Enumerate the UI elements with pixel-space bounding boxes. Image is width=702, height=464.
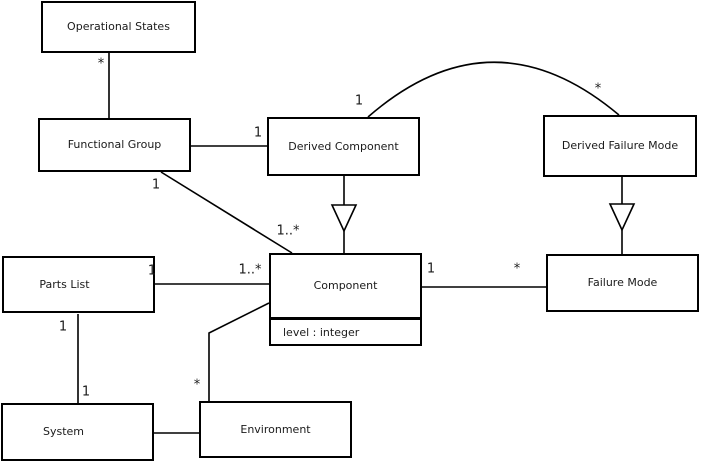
attribute-label: level : integer — [283, 326, 360, 340]
multiplicity-label: 1 — [147, 263, 157, 279]
class-name-label: Environment — [240, 422, 311, 436]
class-attribute-compartment: level : integer — [271, 320, 420, 346]
class-system: System — [1, 403, 154, 461]
multiplicity-label: 1..* — [276, 223, 300, 239]
class-failure-mode: Failure Mode — [546, 254, 699, 312]
class-parts-list: Parts List — [2, 256, 155, 313]
multiplicity-label: * — [193, 377, 201, 393]
class-component: Component level : integer — [269, 253, 422, 346]
class-environment: Environment — [199, 401, 352, 458]
class-name-label: Parts List — [39, 277, 90, 291]
class-name-label: Operational States — [67, 20, 170, 34]
generalization-triangle-icon — [330, 204, 358, 233]
multiplicity-label: 1 — [253, 125, 263, 141]
multiplicity-label: 1 — [81, 384, 91, 400]
class-name-label: System — [42, 425, 85, 439]
class-operational-states: Operational States — [41, 1, 196, 53]
class-name-label: Derived Failure Mode — [561, 139, 679, 153]
multiplicity-label: * — [97, 56, 105, 72]
multiplicity-label: 1 — [58, 319, 68, 335]
class-functional-group: Functional Group — [38, 118, 191, 172]
edge-arc-derived-component-derived-failure-mode — [367, 61, 620, 118]
multiplicity-label: 1 — [426, 261, 436, 277]
class-name-label: Derived Component — [288, 139, 399, 153]
multiplicity-label: * — [594, 81, 602, 97]
class-name-label: Component — [313, 279, 378, 293]
class-name-compartment: Component — [271, 255, 420, 320]
class-name-label: Failure Mode — [587, 276, 658, 290]
edge-functional-group-component — [160, 171, 293, 254]
multiplicity-label: 1..* — [238, 262, 262, 278]
multiplicity-label: 1 — [151, 177, 161, 193]
multiplicity-label: * — [513, 261, 521, 277]
class-derived-component: Derived Component — [267, 117, 420, 176]
class-name-label: Functional Group — [67, 138, 162, 152]
edge-environment-component — [208, 302, 270, 401]
generalization-triangle-icon — [608, 203, 636, 232]
class-derived-failure-mode: Derived Failure Mode — [543, 115, 697, 177]
multiplicity-label: 1 — [354, 93, 364, 109]
